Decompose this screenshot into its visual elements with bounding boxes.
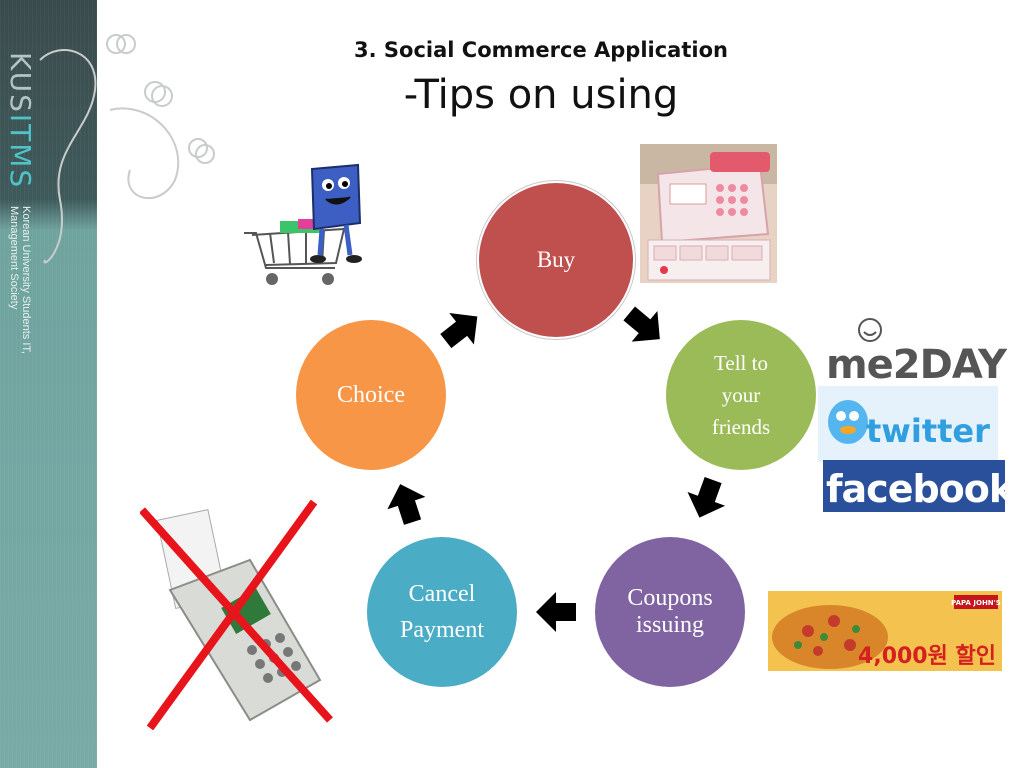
ad-brand-text: PAPA JOHN'S [951, 599, 1001, 607]
brand-logo-text: KUSITMS [4, 52, 37, 189]
deco-ring [195, 144, 215, 164]
red-cross-line [146, 500, 318, 730]
buy-label: Buy [536, 247, 576, 272]
ad-price-text: 4,000원 할인 [858, 644, 996, 669]
org-line-2: Management Society [8, 206, 20, 310]
arrow-tell-to-coupons [680, 473, 732, 525]
deco-ring [106, 34, 126, 54]
tell-label-line-2: your [721, 383, 761, 407]
org-line-1: Korean University Students IT, [20, 206, 32, 354]
choice-label: Choice [337, 381, 405, 408]
me2day-logo-text: me2DAY [826, 342, 1008, 388]
toy-cash-register-photo [640, 144, 777, 283]
slide-subtitle: -Tips on using [403, 72, 679, 118]
arrow-choice-to-buy [433, 300, 490, 357]
deco-ring [151, 85, 173, 107]
cancel-payment-circle: Cancel Payment [367, 537, 517, 687]
coupons-label-line-2: issuing [635, 612, 704, 638]
arrow-cancel-to-choice [381, 477, 432, 529]
arrow-coupons-to-cancel [536, 592, 576, 632]
facebook-logo-text: facebook [826, 467, 1008, 511]
cancel-label-line-1: Cancel [408, 581, 476, 607]
shopping-cart-mascot-icon [244, 163, 362, 285]
twitter-logo-icon: twitter [818, 386, 998, 462]
buy-circle: Buy [479, 183, 633, 337]
arrow-buy-to-tell [616, 298, 673, 355]
brand-highlight: ITMS [4, 113, 37, 190]
deco-ring [188, 138, 208, 158]
brand-prefix: KUS [4, 52, 37, 114]
swirl-line [109, 107, 180, 199]
social-network-logos: me2DAY twitter facebook [818, 318, 1008, 512]
card-terminal-crossed-out-icon [140, 500, 333, 730]
decorative-swirls [39, 34, 215, 264]
deco-ring [116, 34, 136, 54]
coupons-label-line-1: Coupons [627, 585, 713, 611]
cancel-label-line-2: Payment [400, 617, 484, 643]
pizza-coupon-banner: PAPA JOHN'S 4,000원 할인 [768, 591, 1002, 671]
swirl-line [39, 49, 97, 264]
facebook-logo-icon: facebook [823, 460, 1008, 512]
twitter-logo-text: twitter [866, 412, 990, 450]
slide-title: 3. Social Commerce Application [354, 38, 728, 62]
me2day-logo-icon: me2DAY [826, 318, 1008, 388]
coupons-issuing-circle: Coupons issuing [595, 537, 745, 687]
choice-circle: Choice [296, 320, 446, 470]
tell-friends-circle: Tell to your friends [666, 320, 816, 470]
tell-label-line-3: friends [711, 415, 771, 439]
tell-label-line-1: Tell to [714, 351, 768, 375]
organization-name: Korean University Students IT,Management… [8, 206, 32, 354]
